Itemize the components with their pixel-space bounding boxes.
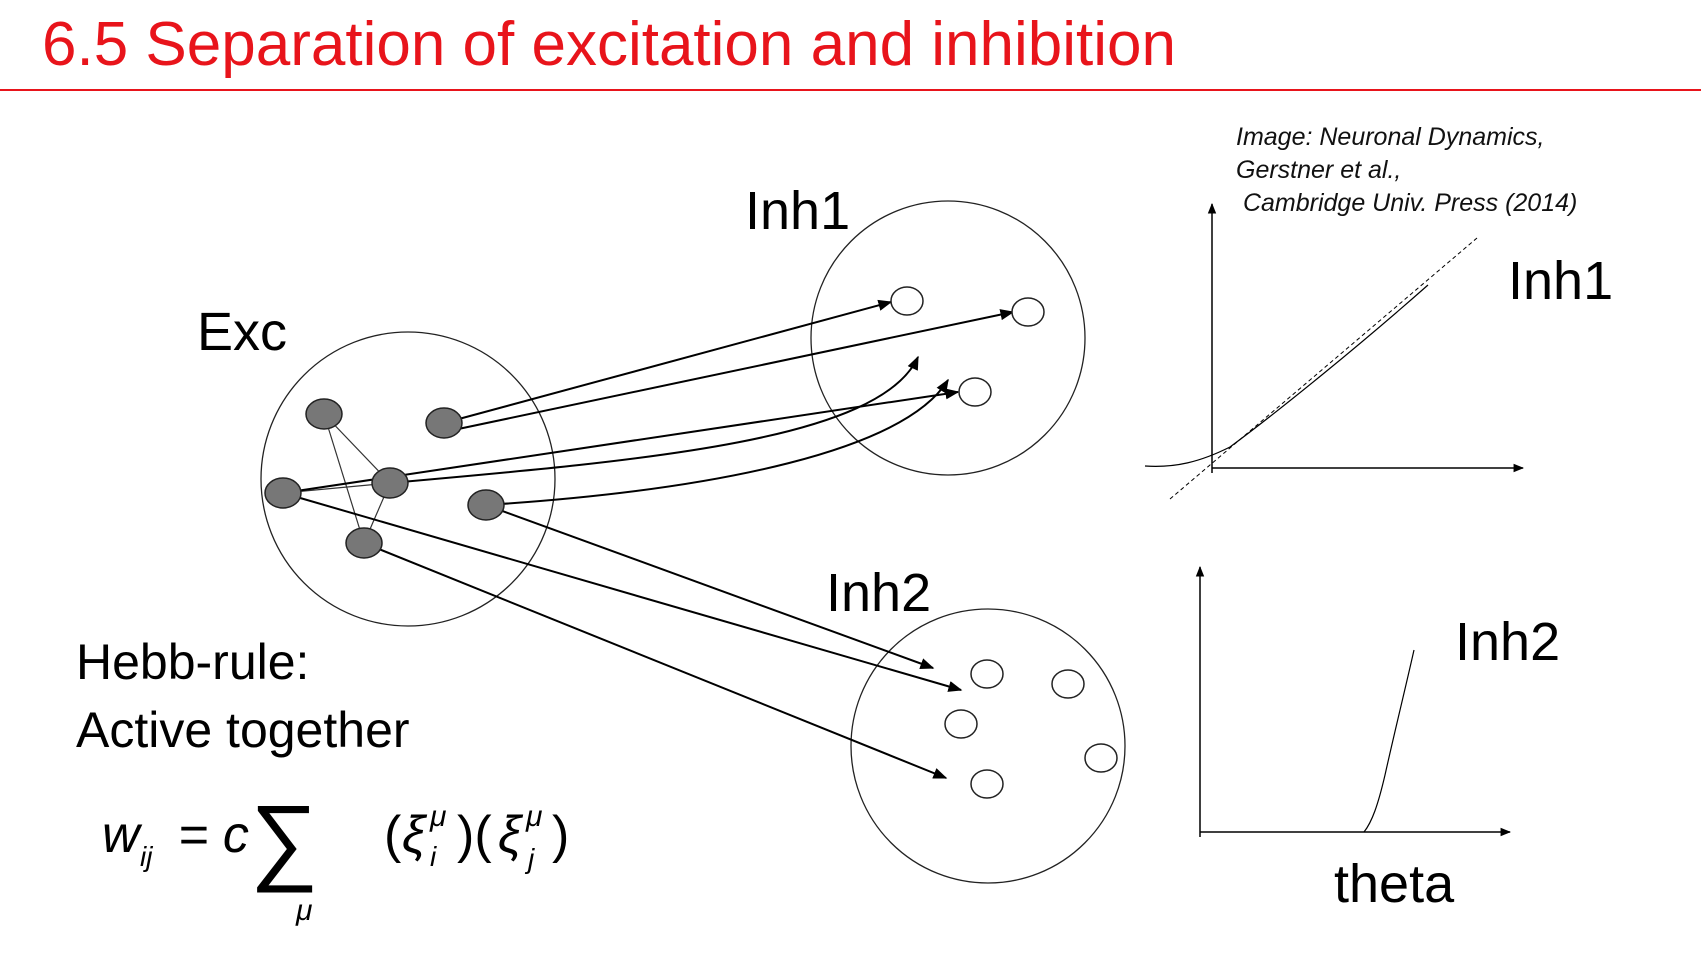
- inh2-plot-curve: [1363, 649, 1415, 833]
- formula-sum-index: μ: [295, 894, 312, 927]
- exc-to-inh1-projections: [282, 299, 1015, 506]
- formula-xi-1-sub: i: [430, 841, 437, 872]
- inh1-plot-asymptote: [1169, 237, 1478, 500]
- formula-paren-1-open: (: [384, 806, 402, 864]
- citation-line-1: Image: Neuronal Dynamics,: [1236, 123, 1545, 151]
- exc-neuron: [425, 407, 463, 439]
- title-underline: [0, 89, 1701, 91]
- inh1-neurons: [890, 286, 1045, 407]
- gain-plot-inh2-label: Inh2: [1455, 612, 1561, 672]
- formula-w-sub: ij: [140, 841, 153, 872]
- formula-xi-2: ξ: [498, 806, 524, 864]
- inh-neuron: [1084, 743, 1118, 773]
- citation-line-3: Cambridge Univ. Press (2014): [1236, 189, 1578, 217]
- inh-neuron: [1051, 669, 1085, 699]
- citation-line-2: Gerstner et al.,: [1236, 156, 1402, 184]
- inh-neuron: [1011, 297, 1045, 327]
- inh-neuron: [970, 659, 1004, 689]
- formula-paren-1-close: )(: [457, 806, 492, 864]
- formula-xi-1: ξ: [402, 806, 428, 864]
- hebb-rule-text: Hebb-rule: Active together: [76, 628, 410, 764]
- inh2-label: Inh2: [826, 563, 932, 623]
- inh-neuron: [970, 769, 1004, 799]
- exc-neuron: [345, 527, 383, 559]
- gain-plot-inh1-label: Inh1: [1508, 251, 1614, 311]
- exc-neuron: [467, 489, 505, 521]
- exc-neuron: [305, 398, 343, 430]
- formula-xi-2-sub: j: [524, 843, 535, 874]
- inh-neuron: [890, 286, 924, 316]
- inh2-neurons: [944, 659, 1118, 799]
- gain-plot-inh2: [1195, 565, 1512, 837]
- hebb-weight-formula: w ij = c ∑ μ ( ξ μ i )( ξ μ j ): [102, 800, 569, 927]
- slide-title: 6.5 Separation of excitation and inhibit…: [42, 10, 1177, 79]
- gain-plot-inh1: [1144, 202, 1525, 500]
- inh1-plot-curve: [1144, 284, 1429, 467]
- inh1-population-circle: [810, 200, 1086, 476]
- inh-neuron: [958, 377, 992, 407]
- theta-axis-label: theta: [1334, 854, 1455, 914]
- image-citation: Image: Neuronal Dynamics, Gerstner et al…: [1236, 121, 1577, 220]
- exc-to-inh2-projections: [282, 492, 963, 779]
- hebb-rule-line-1: Hebb-rule:: [76, 634, 310, 690]
- hebb-rule-line-2: Active together: [76, 702, 410, 758]
- formula-sum-sign: ∑: [250, 800, 318, 893]
- formula-paren-2-close: ): [552, 806, 569, 864]
- exc-label: Exc: [197, 302, 288, 362]
- exc-neuron: [264, 477, 302, 509]
- exc-population-circle: [260, 331, 556, 627]
- inh1-label: Inh1: [745, 181, 851, 241]
- exc-neuron: [371, 467, 409, 499]
- inh2-population-circle: [850, 608, 1126, 884]
- inh-neuron: [944, 709, 978, 739]
- formula-w: w: [102, 806, 143, 864]
- formula-xi-2-sup: μ: [525, 800, 542, 833]
- formula-xi-1-sup: μ: [429, 800, 446, 833]
- formula-equals-c: = c: [178, 806, 249, 864]
- exc-neurons: [264, 398, 505, 559]
